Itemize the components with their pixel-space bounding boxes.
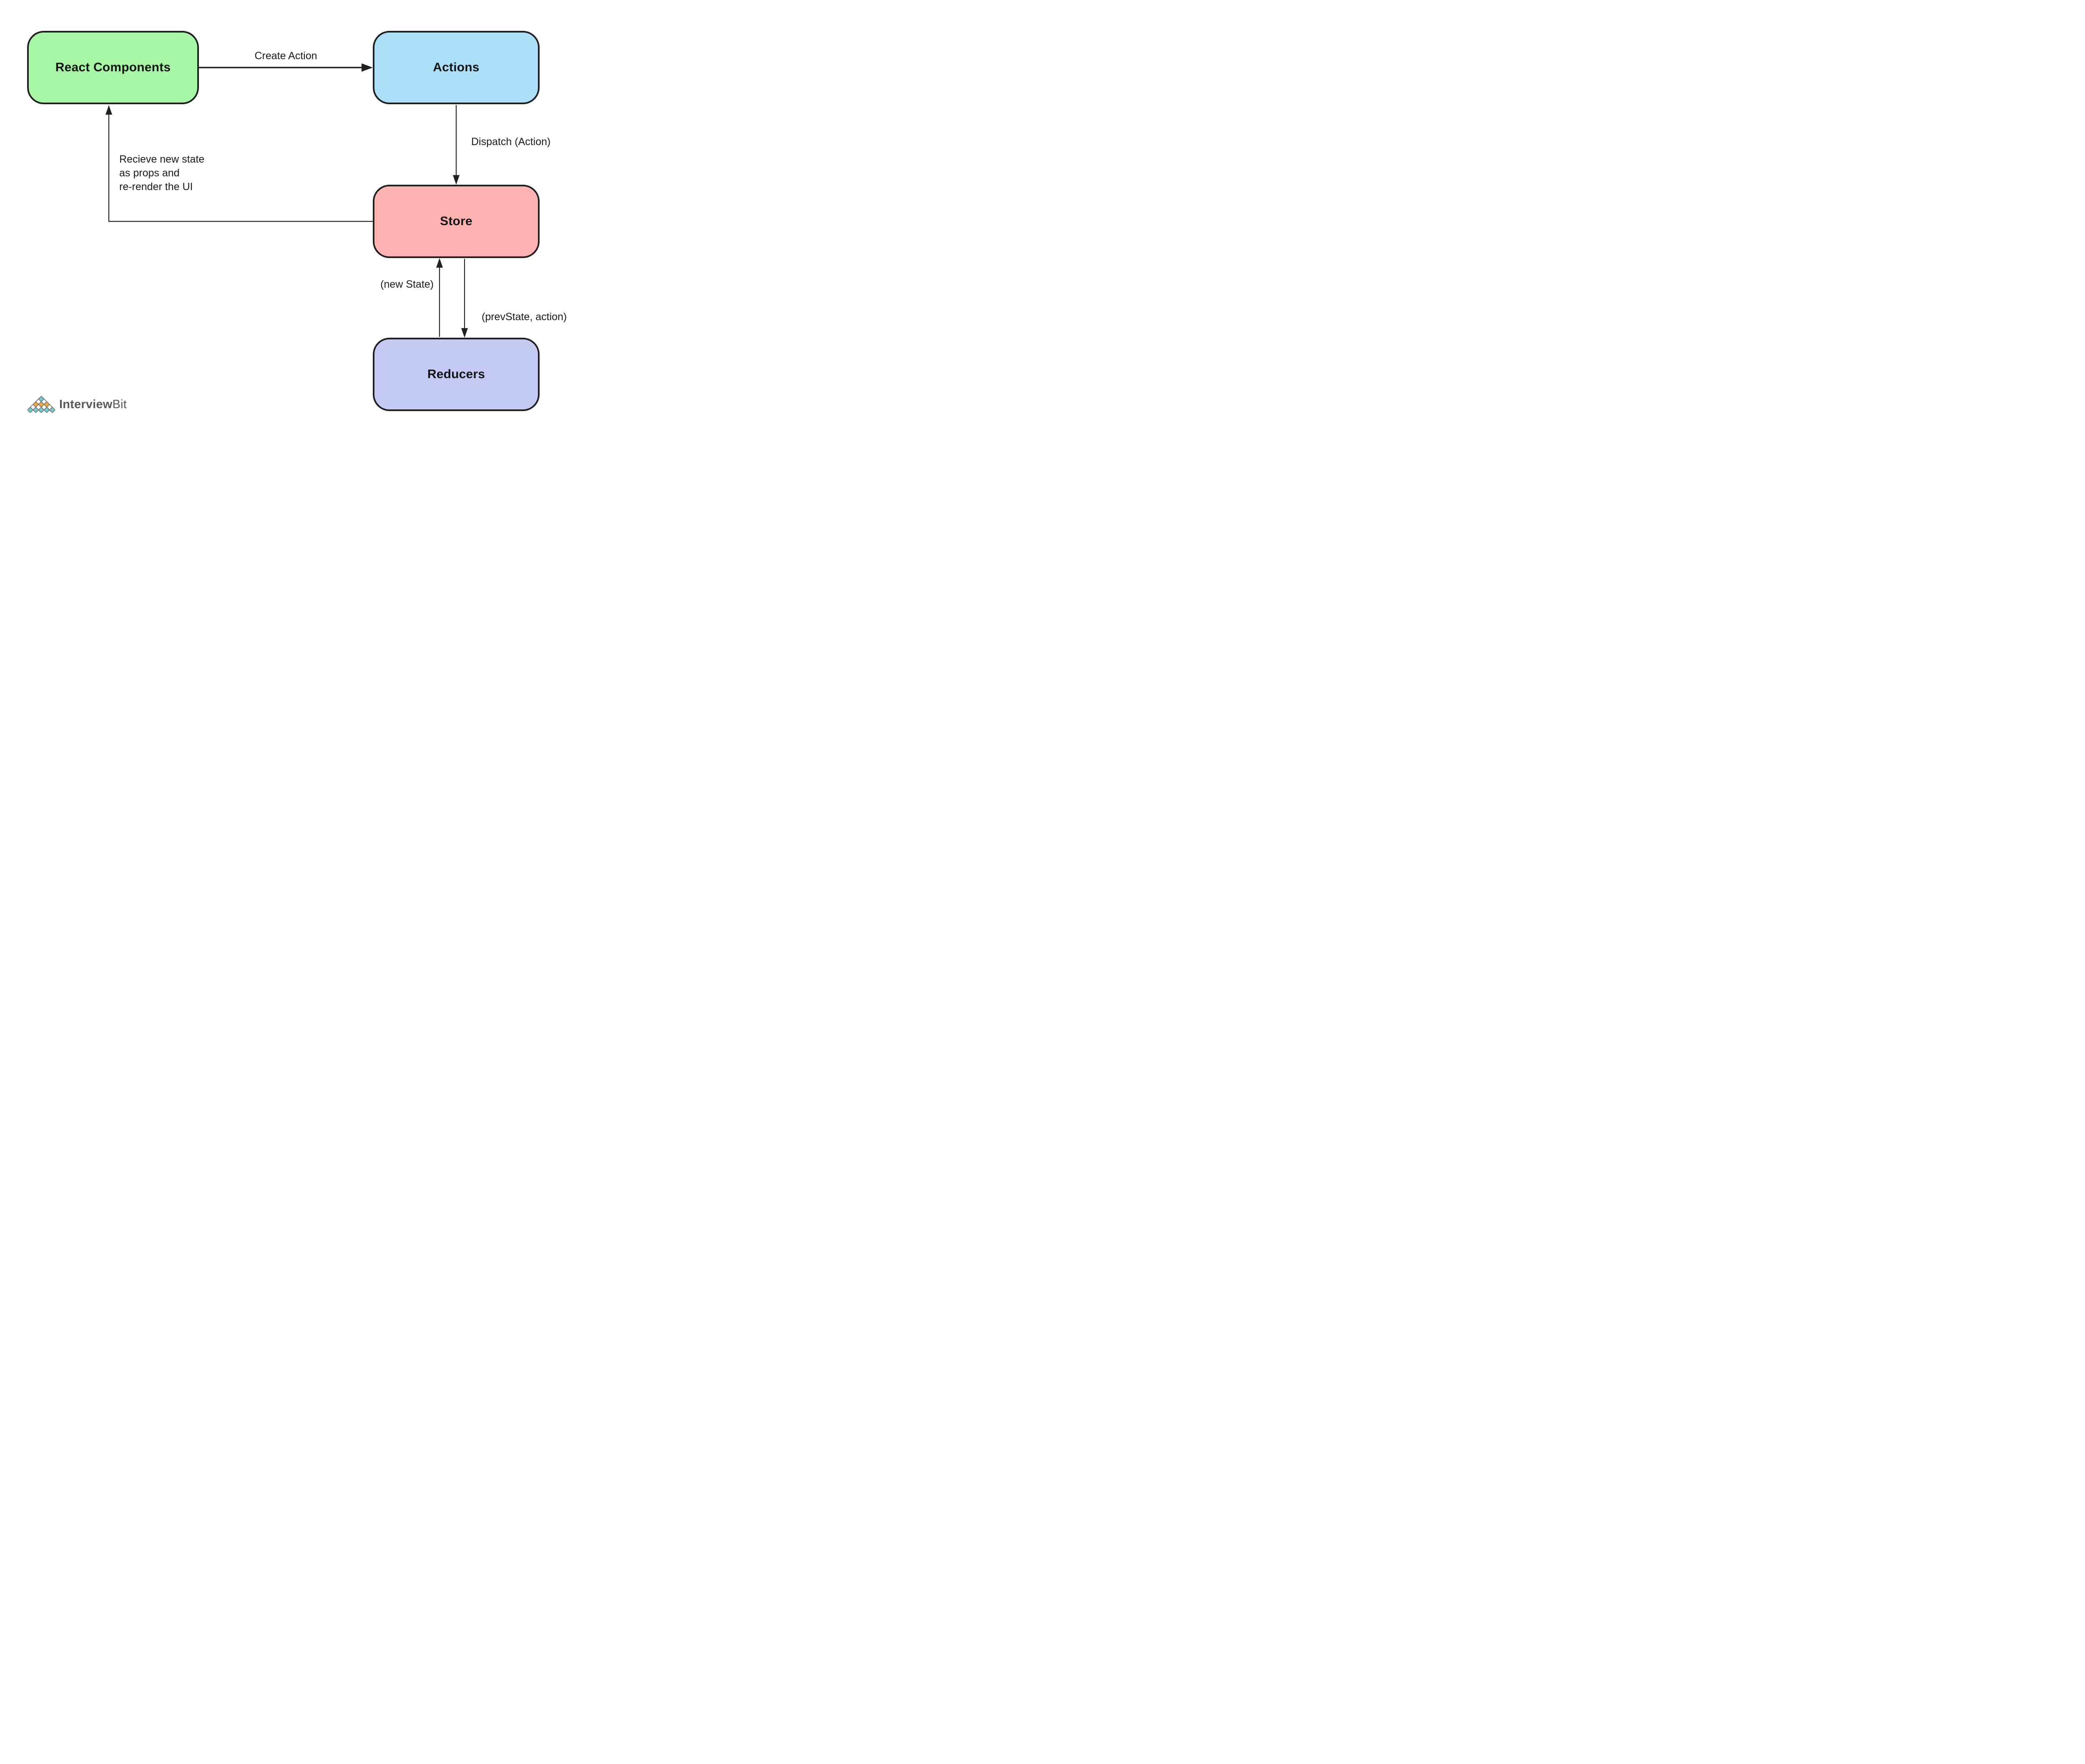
interviewbit-logo: InterviewBit — [28, 396, 127, 413]
node-actions: Actions — [373, 31, 540, 104]
dispatch-action-label: Dispatch (Action) — [471, 136, 551, 148]
node-reducers: Reducers — [373, 338, 540, 411]
create-action-arrowhead — [362, 63, 373, 72]
node-actions-label: Actions — [433, 60, 480, 74]
prev-state-arrowhead — [461, 328, 468, 338]
node-react-components: React Components — [27, 31, 199, 104]
node-reducers-label: Reducers — [427, 367, 485, 381]
node-react-components-label: React Components — [55, 60, 171, 74]
new-state-arrowhead — [436, 258, 443, 268]
receive-new-state-label-line2: as props and — [119, 167, 180, 179]
diagram-canvas: React Components Actions Store Reducers … — [0, 0, 587, 441]
node-store-label: Store — [440, 214, 472, 228]
dispatch-arrowhead — [453, 175, 460, 185]
edges-layer — [106, 63, 468, 338]
interviewbit-wordmark: InterviewBit — [59, 398, 127, 412]
interviewbit-pyramid-icon — [28, 396, 55, 413]
node-store: Store — [373, 185, 540, 258]
interviewbit-word-interview: Interview — [59, 397, 113, 411]
create-action-label: Create Action — [254, 50, 317, 62]
store-to-react-arrow-line — [108, 114, 373, 222]
interviewbit-word-bit: Bit — [112, 397, 127, 411]
receive-new-state-label: Recieve new state as props and re-render… — [119, 153, 228, 194]
new-state-label: (new State) — [380, 279, 434, 290]
store-to-react-arrowhead — [106, 105, 112, 115]
receive-new-state-label-line3: re-render the UI — [119, 181, 193, 193]
prev-state-label: (prevState, action) — [482, 311, 567, 323]
receive-new-state-label-line1: Recieve new state — [119, 153, 205, 165]
